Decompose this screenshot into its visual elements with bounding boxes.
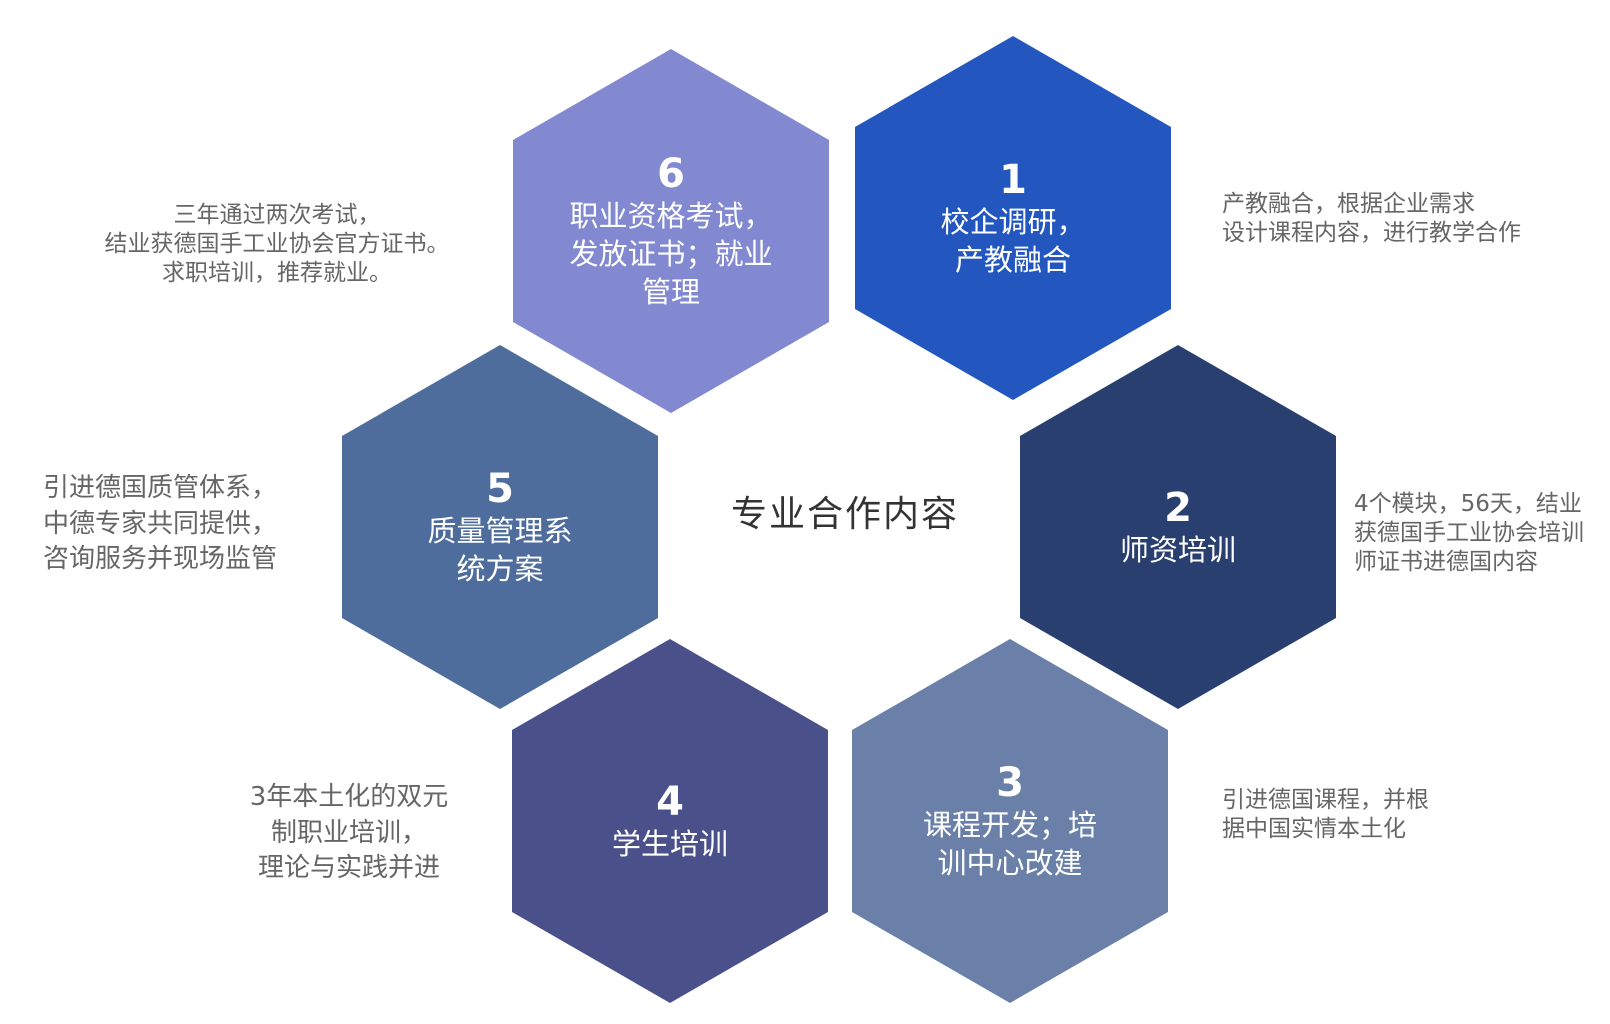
- hex-label: 质量管理系 统方案: [427, 514, 573, 586]
- hex-2: 2 师资培训: [1020, 345, 1336, 709]
- hex-3: 3 课程开发；培 训中心改建: [852, 639, 1168, 1003]
- desc-1: 产教融合，根据企业需求 设计课程内容，进行教学合作: [1222, 191, 1521, 246]
- hex-number: 2: [1164, 485, 1192, 531]
- hex-number: 3: [996, 760, 1024, 806]
- hex-6: 6 职业资格考试， 发放证书；就业 管理: [513, 49, 829, 413]
- desc-3: 引进德国课程，并根 据中国实情本土化: [1222, 787, 1429, 842]
- hex-label: 校企调研， 产教融合: [940, 205, 1086, 277]
- desc-2: 4个模块，56天，结业 获德国手工业协会培训 师证书进德国内容: [1354, 491, 1584, 575]
- hex-1: 1 校企调研， 产教融合: [855, 36, 1171, 400]
- hex-number: 4: [656, 779, 684, 825]
- hex-4: 4 学生培训: [512, 639, 828, 1003]
- hex-label: 课程开发；培 训中心改建: [922, 808, 1097, 880]
- desc-4: 3年本土化的双元 制职业培训， 理论与实践并进: [249, 782, 449, 884]
- desc-6: 三年通过两次考试， 结业获德国手工业协会官方证书。 求职培训，推荐就业。: [104, 202, 450, 286]
- hex-5: 5 质量管理系 统方案: [342, 345, 658, 709]
- hex-number: 6: [657, 151, 685, 197]
- center-title: 专业合作内容: [730, 494, 960, 535]
- hex-label: 职业资格考试， 发放证书；就业 管理: [569, 199, 773, 309]
- desc-5: 引进德国质管体系， 中德专家共同提供， 咨询服务并现场监管: [43, 473, 278, 575]
- hex-label: 师资培训: [1119, 533, 1236, 567]
- hex-number: 5: [486, 466, 514, 512]
- hex-label: 学生培训: [611, 827, 728, 861]
- hex-number: 1: [999, 157, 1027, 203]
